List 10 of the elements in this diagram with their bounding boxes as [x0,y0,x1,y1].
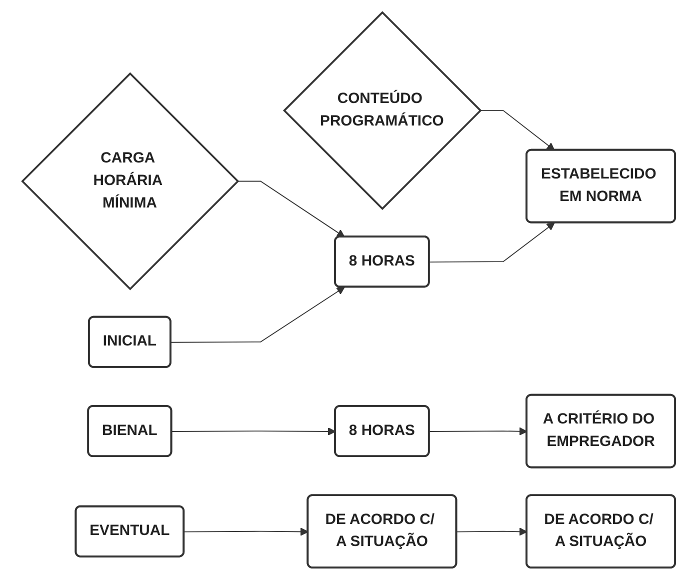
arrow [429,222,556,262]
arrow [237,180,346,237]
arrow [429,426,528,435]
arrow [184,527,309,536]
arrow [480,110,556,150]
node-diamond: CARGA HORÁRIA MÍNIMA [21,72,240,290]
node-diamond: CONTEÚDO PROGRAMÁTICO [283,10,482,210]
arrow [170,286,346,342]
arrow [172,426,336,436]
arrow [456,527,528,536]
